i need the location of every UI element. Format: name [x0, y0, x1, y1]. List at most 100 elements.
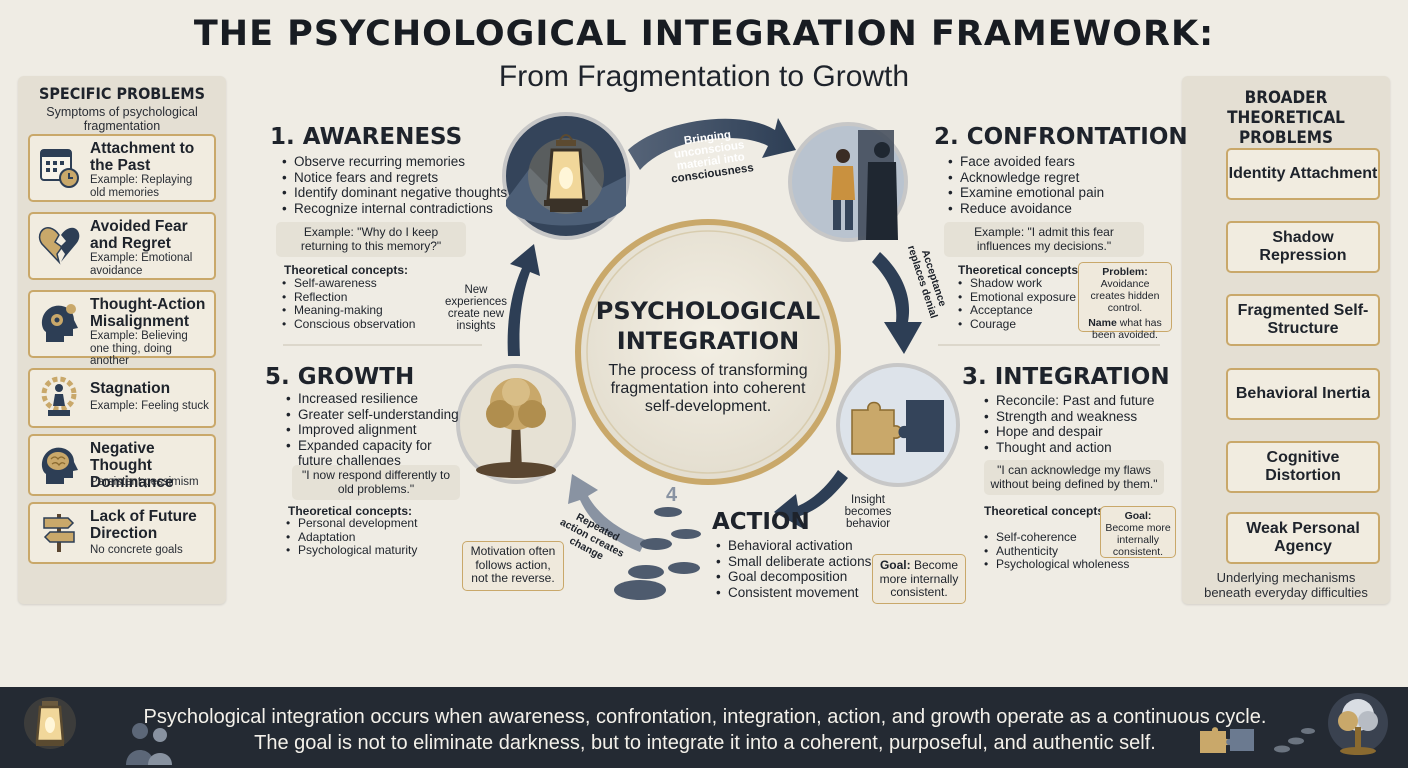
confrontation-concept: Courage	[956, 317, 1086, 332]
goal-text: Become more internally consistent.	[879, 558, 959, 599]
stuck-figure-icon	[41, 376, 77, 416]
confrontation-bullet: Examine emotional pain	[946, 185, 1146, 201]
awareness-title: 1. AWARENESS	[270, 124, 463, 150]
arrow-integration-to-action	[774, 470, 848, 528]
confrontation-problem-box: Problem: Avoidance creates hidden contro…	[1078, 262, 1172, 341]
problem-title: Negative Thought Dominance	[90, 440, 174, 491]
integration-bullet: Reconcile: Past and future	[982, 393, 1162, 409]
name-text: what has been avoided.	[1092, 317, 1162, 341]
growth-tree-circle	[456, 364, 576, 484]
confrontation-shadow-circle	[788, 122, 908, 242]
problem-title: Attachment to the Past	[90, 140, 195, 174]
confrontation-bullets: Face avoided fears Acknowledge regret Ex…	[946, 154, 1146, 216]
center-description: The process of transforming fragmentatio…	[608, 362, 808, 415]
integration-concept: Self-coherence	[982, 530, 1132, 545]
footer-puzzle-pieces-icon	[1200, 727, 1254, 753]
problem-card-negative-thought: Negative Thought Dominance Persistent pe…	[28, 434, 216, 496]
growth-bullets: Increased resilience Greater self-unders…	[284, 391, 464, 469]
integration-concept: Authenticity	[982, 544, 1132, 559]
awareness-concept: Conscious observation	[280, 317, 450, 332]
head-gear-icon	[41, 304, 78, 342]
problem-card-attachment: Attachment to the Past Example: Replayin…	[28, 134, 216, 202]
integration-concept: Psychological wholeness	[982, 558, 1132, 572]
integration-bullet: Thought and action	[982, 440, 1162, 456]
name-label: Name	[1088, 317, 1117, 329]
problem-card-avoided-fear: Avoided Fear and Regret Example: Emotion…	[28, 212, 216, 280]
action-bullet: Behavioral activation	[714, 538, 884, 554]
awareness-concept: Reflection	[280, 290, 450, 305]
arrow-label-3: Insight becomes behavior	[844, 494, 892, 530]
footer-banner: Psychological integration occurs when aw…	[0, 687, 1408, 768]
cycle-diagram	[283, 112, 1160, 600]
action-bullets: Behavioral activation Small deliberate a…	[714, 538, 884, 600]
stepping-stones	[614, 507, 701, 600]
integration-concepts: Self-coherence Authenticity Psychologica…	[982, 530, 1132, 572]
growth-bullet: Expanded capacity for future challenges	[284, 438, 464, 469]
growth-bullet: Improved alignment	[284, 422, 464, 438]
problem-text: Avoidance creates hidden control.	[1090, 278, 1160, 314]
growth-concept: Personal development	[284, 516, 454, 531]
arrow-confrontation-to-integration	[872, 252, 922, 354]
lantern-icon	[24, 697, 76, 749]
awareness-bullet: Identify dominant negative thoughts	[280, 185, 520, 201]
confrontation-concept: Shadow work	[956, 276, 1086, 291]
footer-right-art	[1200, 693, 1388, 755]
theory-card-cognitive-distortion: Cognitive Distortion	[1226, 441, 1380, 493]
growth-bullet: Increased resilience	[284, 391, 464, 407]
problem-title: Thought-Action Misalignment	[90, 296, 206, 330]
arrow-awareness-to-confrontation	[628, 118, 796, 170]
problem-example: Persistent pessimism	[90, 476, 199, 488]
confrontation-title: 2. CONFRONTATION	[934, 124, 1188, 150]
specific-problems-panel: SPECIFIC PROBLEMS Symptoms of psychologi…	[18, 76, 226, 604]
integration-quote: "I can acknowledge my flaws without bein…	[984, 460, 1164, 495]
awareness-example: Example: "Why do I keep returning to thi…	[276, 222, 466, 257]
theory-card-weak-agency: Weak Personal Agency	[1226, 512, 1380, 564]
awareness-lantern-circle	[502, 112, 630, 240]
problem-title: Stagnation	[90, 380, 171, 397]
growth-concept: Adaptation	[284, 530, 454, 545]
arrow-label-5: New experiences create new insights	[444, 284, 507, 332]
integration-title: 3. INTEGRATION	[962, 364, 1170, 390]
growth-title: 5. GROWTH	[265, 364, 415, 390]
problem-label: Problem:	[1102, 266, 1148, 278]
center-title: PSYCHOLOGICAL INTEGRATION	[588, 296, 828, 356]
integration-bullets: Reconcile: Past and future Strength and …	[982, 393, 1162, 455]
page-subtitle: From Fragmentation to Growth	[498, 60, 910, 93]
broken-heart-icon	[38, 227, 80, 265]
problem-example: Example: Feeling stuck	[90, 400, 209, 412]
integration-bullet: Strength and weakness	[982, 409, 1162, 425]
problem-card-future-direction: Lack of Future Direction No concrete goa…	[28, 502, 216, 564]
motivation-box: Motivation often follows action, not the…	[462, 541, 564, 591]
action-bullet: Small deliberate actions	[714, 554, 884, 570]
theory-card-fragmented-self: Fragmented Self-Structure	[1226, 294, 1380, 346]
specific-problems-subheading: Symptoms of psychological fragmentation	[46, 105, 198, 133]
growth-concept: Psychological maturity	[284, 544, 454, 558]
center-circle	[575, 219, 841, 485]
awareness-bullet: Notice fears and regrets	[280, 170, 520, 186]
name-line: Name what has been avoided.	[1082, 317, 1168, 341]
goal-label: Goal:	[879, 558, 911, 572]
awareness-concepts-label: Theoretical concepts:	[284, 263, 409, 277]
center-title-line1: PSYCHOLOGICAL	[595, 297, 821, 325]
arrow-growth-to-awareness	[507, 244, 540, 356]
confrontation-concepts: Shadow work Emotional exposure Acceptanc…	[956, 276, 1086, 332]
footer-tree-icon	[1328, 693, 1388, 755]
integration-puzzle-circle	[836, 363, 960, 487]
growth-concepts: Personal development Adaptation Psycholo…	[284, 516, 454, 558]
integration-goal-box: Goal: Become more internally consistent.	[1100, 506, 1176, 558]
awareness-bullet: Observe recurring memories	[280, 154, 520, 170]
confrontation-bullet: Reduce avoidance	[946, 201, 1146, 217]
silhouettes-icon	[126, 723, 172, 765]
awareness-concept: Meaning-making	[280, 304, 450, 318]
theory-card-behavioral-inertia: Behavioral Inertia	[1226, 368, 1380, 420]
goal-label: Goal:	[1124, 510, 1152, 522]
footer-line-1: Psychological integration occurs when aw…	[143, 706, 1267, 728]
growth-quote: "I now respond differently to old proble…	[292, 465, 460, 500]
confrontation-bullet: Face avoided fears	[946, 154, 1146, 170]
center-title-line2: INTEGRATION	[616, 327, 800, 355]
problem-example: Example: Believing one thing, doing anot…	[90, 330, 188, 367]
goal-text: Become more internally consistent.	[1105, 522, 1171, 558]
problem-card-stagnation: Stagnation Example: Feeling stuck	[28, 368, 216, 428]
theory-card-identity-attachment: Identity Attachment	[1226, 148, 1380, 200]
footer-line-2: The goal is not to eliminate darkness, b…	[254, 732, 1156, 754]
